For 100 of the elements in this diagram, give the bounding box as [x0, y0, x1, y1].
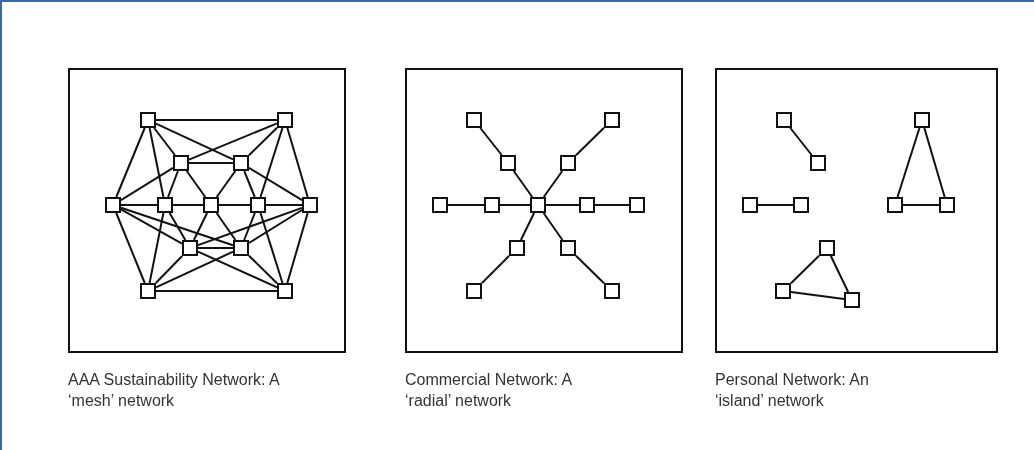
connector-line: [188, 162, 234, 164]
connector-line: [148, 127, 165, 198]
connector-line: [243, 170, 256, 198]
connector-line: [286, 127, 309, 198]
connector-line: [115, 212, 146, 284]
connector-line: [248, 254, 278, 285]
network-node: [844, 292, 860, 308]
connector-line: [185, 170, 207, 198]
network-node: [560, 155, 576, 171]
network-node: [914, 112, 930, 128]
connector-line: [155, 122, 234, 161]
network-node: [233, 240, 249, 256]
network-node: [203, 197, 219, 213]
network-node: [302, 197, 318, 213]
network-node: [793, 197, 809, 213]
network-node: [819, 240, 835, 256]
panel-caption: Personal Network: An ‘island’ network: [715, 370, 870, 411]
connector-line: [790, 254, 820, 285]
network-node: [484, 197, 500, 213]
network-node: [775, 283, 791, 299]
network-node: [233, 155, 249, 171]
network-node: [250, 197, 266, 213]
network-node: [157, 197, 173, 213]
network-node: [604, 112, 620, 128]
connector-line: [575, 254, 605, 285]
connector-line: [757, 204, 794, 206]
connector-line: [481, 255, 510, 284]
connector-line: [575, 126, 605, 157]
network-node: [579, 197, 595, 213]
network-node: [887, 197, 903, 213]
connector-line: [197, 250, 278, 289]
network-node: [277, 283, 293, 299]
connector-line: [248, 126, 278, 157]
connector-line: [512, 170, 534, 198]
connector-line: [218, 204, 251, 206]
connector-line: [896, 127, 921, 198]
network-node: [105, 197, 121, 213]
connector-line: [155, 250, 234, 289]
connector-line: [172, 204, 204, 206]
connector-line: [902, 204, 940, 206]
connector-line: [168, 212, 187, 241]
connector-line: [115, 127, 146, 198]
network-node: [810, 155, 826, 171]
network-node: [509, 240, 525, 256]
network-node: [776, 112, 792, 128]
connector-line: [447, 204, 485, 206]
connector-line: [120, 204, 158, 206]
network-node: [466, 112, 482, 128]
network-node: [432, 197, 448, 213]
connector-line: [120, 208, 183, 245]
network-panel: [715, 68, 998, 353]
network-node: [604, 283, 620, 299]
connector-line: [197, 206, 303, 247]
connector-line: [243, 212, 256, 241]
connector-line: [545, 204, 580, 206]
connector-line: [215, 170, 237, 198]
network-panel: [405, 68, 683, 353]
connector-line: [197, 247, 234, 249]
connector-line: [248, 209, 303, 244]
panel-caption: AAA Sustainability Network: A ‘mesh’ network: [68, 370, 281, 411]
panel-caption: Commercial Network: A ‘radial’ network: [405, 370, 573, 411]
connector-line: [519, 212, 536, 241]
connector-line: [120, 206, 234, 247]
network-node: [466, 283, 482, 299]
network-panel: [68, 68, 346, 353]
connector-line: [154, 255, 184, 284]
connector-line: [286, 212, 309, 284]
network-node: [173, 155, 189, 171]
network-node: [530, 197, 546, 213]
connector-line: [155, 290, 278, 292]
connector-line: [248, 166, 303, 202]
connector-line: [192, 212, 209, 241]
connector-line: [789, 127, 813, 156]
connector-line: [829, 255, 850, 293]
connector-line: [120, 166, 174, 202]
network-node: [182, 240, 198, 256]
connector-line: [790, 291, 845, 300]
network-node: [629, 197, 645, 213]
network-node: [742, 197, 758, 213]
connector-line: [188, 122, 278, 161]
connector-line: [153, 127, 176, 156]
connector-line: [594, 204, 630, 206]
connector-line: [259, 127, 284, 198]
connector-line: [542, 212, 564, 241]
connector-line: [479, 127, 503, 156]
connector-line: [167, 170, 179, 198]
connector-line: [148, 212, 165, 284]
network-node: [140, 112, 156, 128]
connector-line: [499, 204, 531, 206]
connector-line: [259, 212, 284, 284]
connector-line: [542, 170, 564, 198]
network-node: [560, 240, 576, 256]
network-node: [140, 283, 156, 299]
network-node: [939, 197, 955, 213]
network-node: [277, 112, 293, 128]
connector-line: [215, 212, 237, 241]
connector-line: [265, 204, 303, 206]
connector-line: [923, 127, 946, 198]
network-node: [500, 155, 516, 171]
connector-line: [155, 119, 278, 121]
